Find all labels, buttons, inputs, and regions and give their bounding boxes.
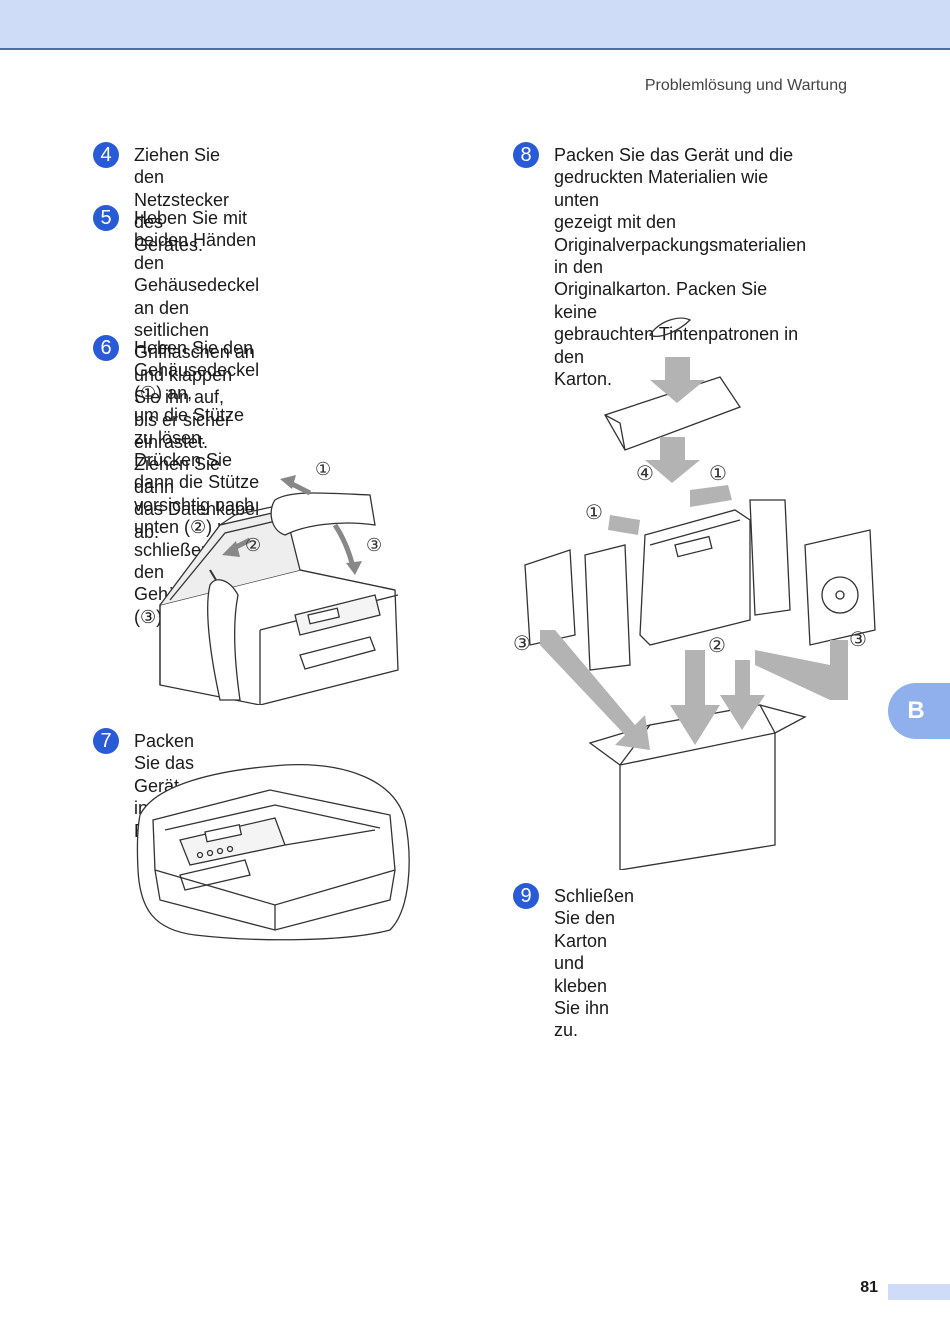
step-number-badge: 5 bbox=[93, 205, 119, 231]
step-text: Heben Sie mit beiden Händen den Gehäused… bbox=[134, 208, 260, 542]
step-number-badge: 7 bbox=[93, 728, 119, 754]
step-text: Schließen Sie den Karton und kleben Sie … bbox=[554, 886, 635, 1041]
callout-3: ③ bbox=[366, 535, 382, 555]
step-number-badge: 6 bbox=[93, 335, 119, 361]
header-band bbox=[0, 0, 950, 50]
callout-3-left: ③ bbox=[513, 633, 531, 655]
chapter-tab-b: B bbox=[888, 683, 950, 739]
page-number: 81 bbox=[860, 1279, 878, 1296]
step-text: Packen Sie das Gerät und die gedruckten … bbox=[554, 145, 807, 390]
callout-1-left: ① bbox=[585, 502, 603, 524]
callout-4: ④ bbox=[636, 463, 654, 485]
step-number-badge: 4 bbox=[93, 142, 119, 168]
packing-carton-illustration: ④ ① ① ③ ② ③ bbox=[513, 317, 876, 870]
page-header-title: Problemlösung und Wartung bbox=[644, 77, 847, 94]
callout-3-right: ③ bbox=[849, 629, 867, 651]
step-number-badge: 8 bbox=[513, 142, 539, 168]
callout-2: ② bbox=[708, 635, 726, 657]
callout-1-top: ① bbox=[709, 463, 727, 485]
printer-in-bag-illustration bbox=[136, 764, 410, 941]
step-number-badge: 9 bbox=[513, 883, 539, 909]
callout-1: ① bbox=[315, 459, 331, 479]
page-number-bar bbox=[888, 1284, 950, 1300]
callout-2: ② bbox=[245, 535, 261, 555]
step-text: Ziehen Sie den Netzstecker des Gerätes. bbox=[134, 145, 230, 255]
printer-open-cover-illustration: ① ② ③ bbox=[159, 459, 399, 705]
